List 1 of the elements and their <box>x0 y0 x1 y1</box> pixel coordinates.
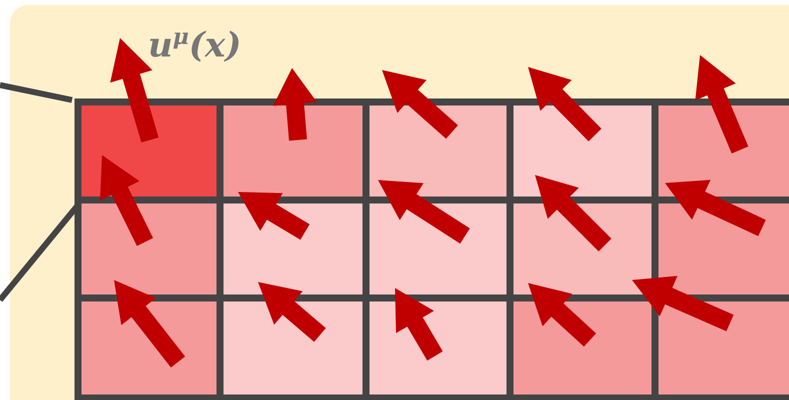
vector-field-label: u$^{μ}$(x) <box>148 26 242 62</box>
